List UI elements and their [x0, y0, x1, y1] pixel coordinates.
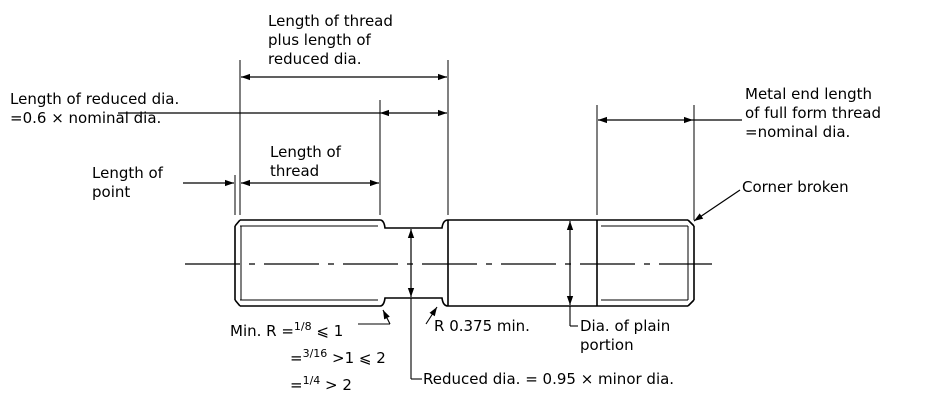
label-corner-broken: Corner broken [742, 178, 849, 196]
label-thread: Length of thread [270, 143, 341, 180]
dimension-lines [118, 73, 742, 305]
label-point: Length of point [92, 164, 163, 201]
label-r-min: R 0.375 min. [434, 317, 530, 335]
label-plain-dia: Dia. of plain portion [580, 317, 671, 354]
thread-minor-lines [240, 225, 689, 301]
label-min-r-3: =1/4 > 2 [290, 374, 352, 394]
label-min-r-2: =3/16 >1 ⩽ 2 [290, 347, 386, 367]
label-reduced-length: Length of reduced dia. =0.6 × nominal di… [10, 90, 180, 127]
label-metal-end: Metal end length of full form thread =no… [745, 85, 882, 141]
stud-body [234, 219, 695, 307]
extension-lines [234, 60, 695, 220]
label-thread-plus-reduced: Length of thread plus length of reduced … [268, 12, 393, 68]
label-reduced-dia: Reduced dia. = 0.95 × minor dia. [423, 370, 675, 388]
label-min-r: Min. R =1/8 ⩽ 1 [230, 320, 344, 340]
leader-lines [358, 298, 578, 380]
